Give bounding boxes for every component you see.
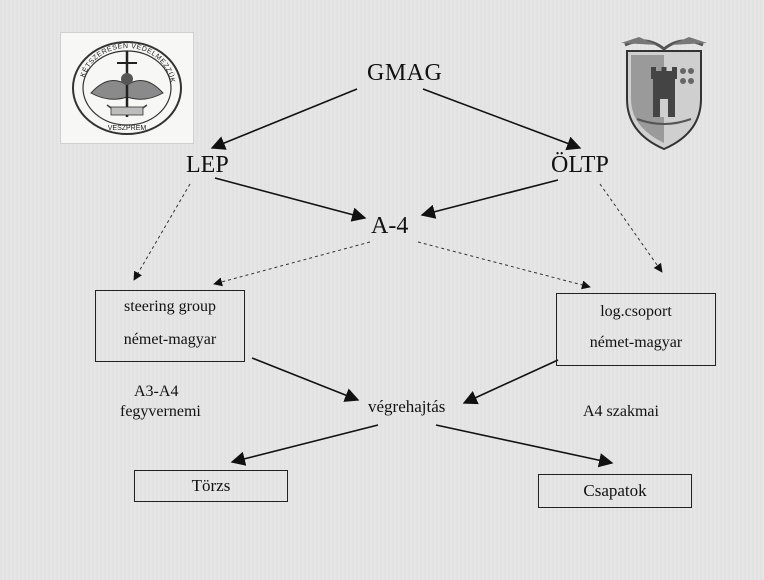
label-a3-a4: A3-A4 fegyvernemi (120, 382, 201, 422)
node-lep: LEP (186, 152, 229, 178)
arrow-vegre-csap (435, 424, 614, 468)
arrow-gmag-lep (210, 88, 358, 150)
box-steering-group: steering group német-magyar (95, 290, 245, 362)
arrow-vegre-torzs (230, 424, 379, 466)
node-oltp: ÖLTP (551, 152, 609, 178)
box-log-csoport: log.csoport német-magyar (556, 293, 716, 366)
box-torzs: Törzs (134, 470, 288, 502)
arrow-gmag-oltp (422, 88, 582, 151)
arrow-steering-vegre (251, 357, 360, 402)
label-a4-szakmai: A4 szakmai (583, 403, 659, 420)
box-csapatok: Csapatok (538, 474, 692, 508)
coat-of-arms-icon (617, 33, 711, 153)
log-line-1: log.csoport (600, 303, 672, 320)
steering-line-2: német-magyar (123, 331, 217, 348)
node-gmag: GMAG (367, 60, 443, 86)
a3-a4-line-2: fegyvernemi (120, 403, 201, 420)
svg-text:VESZPRÉM: VESZPRÉM (108, 123, 147, 132)
steering-line-1: steering group (124, 298, 216, 315)
arrow-log-vegre (462, 359, 559, 405)
arrow-a4-log (417, 241, 591, 290)
a3-a4-line-1: A3-A4 (134, 383, 179, 400)
node-vegrehajtas: végrehajtás (368, 397, 446, 416)
arrow-lep-a4 (214, 177, 367, 222)
arrow-a4-steering (213, 241, 371, 287)
arrow-lep-steering (133, 183, 191, 281)
node-a4: A-4 (371, 213, 409, 239)
arrow-oltp-a4 (420, 179, 559, 219)
log-line-2: német-magyar (589, 334, 683, 351)
seal-logo-icon: KÉTSZERESEN VÉDELMEZZÜK VESZPRÉM (60, 32, 194, 144)
arrow-oltp-log (599, 183, 663, 273)
